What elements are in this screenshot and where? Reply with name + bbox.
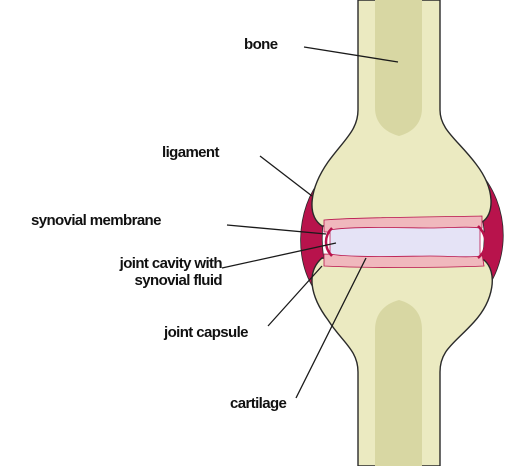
- lower-marrow: [375, 300, 422, 466]
- label-bone: bone: [244, 37, 277, 53]
- label-joint-capsule: joint capsule: [164, 325, 248, 341]
- label-ligament: ligament: [162, 145, 219, 161]
- leader-ligament: [260, 156, 312, 196]
- leader-joint-capsule: [268, 266, 322, 326]
- label-joint-cavity-line1: joint cavity with: [60, 256, 222, 272]
- label-synovial-membrane: synovial membrane: [31, 213, 161, 229]
- label-joint-cavity-line2: synovial fluid: [60, 273, 222, 289]
- upper-marrow: [375, 0, 422, 136]
- joint-cavity: [330, 227, 480, 257]
- label-cartilage: cartilage: [230, 396, 286, 412]
